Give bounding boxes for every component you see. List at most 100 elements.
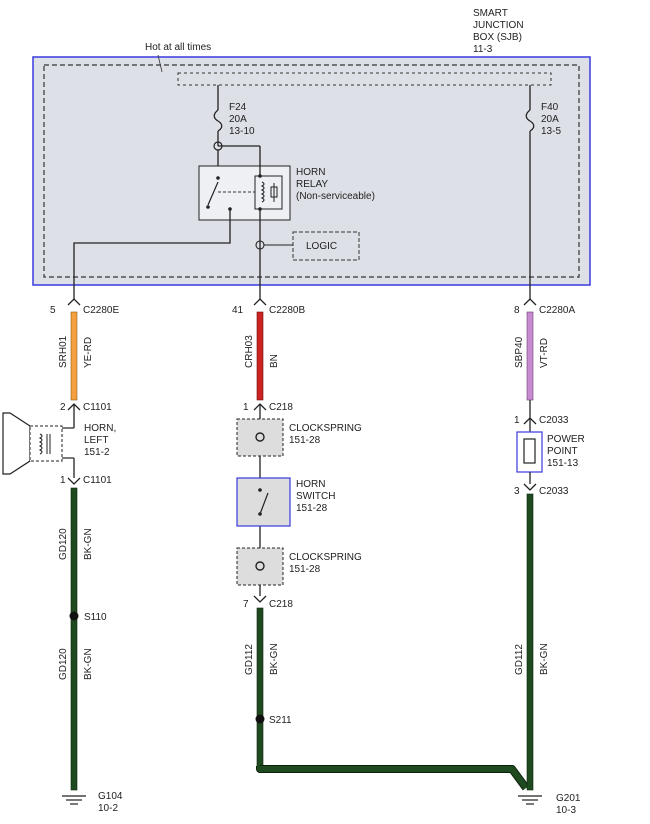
wire-sbp40 (526, 311, 534, 401)
power-point-label-1: POWER (547, 434, 585, 445)
relay-contact-top (216, 176, 220, 180)
wire-srh01-color: YE-RD (83, 337, 94, 368)
fuse-f24-icon (213, 109, 223, 132)
c2280a-name: C2280A (539, 305, 575, 316)
power-point-label-2: POINT (547, 446, 578, 457)
c218-top-name: C218 (269, 402, 293, 413)
splice-s110 (69, 611, 79, 621)
power-point-icon (523, 438, 536, 464)
sjb-inner-dashed (43, 64, 580, 278)
splice-s110-label: S110 (84, 612, 107, 623)
fuse-f24-label-2: 20A (229, 114, 247, 125)
horn-relay-label-2: RELAY (296, 179, 328, 190)
c1101-bottom-name: C1101 (83, 475, 112, 486)
wire-gd112-mid-color: BK-GN (269, 643, 280, 675)
power-point-box (516, 431, 543, 473)
wire-srh01-circuit: SRH01 (58, 335, 69, 368)
relay-coil-frame (254, 175, 283, 210)
clockspring-1-label-1: CLOCKSPRING (289, 423, 362, 434)
c2280e-pin: 5 (50, 305, 56, 316)
relay-resistor-icon (270, 186, 278, 198)
wire-gd120-b-color: BK-GN (83, 648, 94, 680)
c2280b-name: C2280B (269, 305, 305, 316)
clockspring-1-label-2: 151-28 (289, 435, 321, 446)
horn-left-label-2: LEFT (84, 435, 108, 446)
c2280e-name: C2280E (83, 305, 119, 316)
hot-leader (157, 54, 163, 73)
wire-gd112-mid (256, 607, 264, 770)
clockspring-2-label-2: 151-28 (289, 564, 321, 575)
c218-bottom-name: C218 (269, 599, 293, 610)
c1101-top-pin: 2 (60, 402, 66, 413)
splice-s211 (255, 714, 265, 724)
fuse-f40-label-2: 20A (541, 114, 559, 125)
horn-left-icon (2, 412, 31, 475)
wire-crh03-circuit: CRH03 (244, 335, 255, 368)
c2280a-pin: 8 (514, 305, 520, 316)
horn-switch-label-3: 151-28 (296, 503, 328, 514)
c2033-bottom-connector-icon (523, 483, 537, 491)
clockspring-1-box (236, 418, 284, 457)
c218-bottom-pin: 7 (243, 599, 249, 610)
horn-switch-blade-icon (259, 492, 269, 515)
splice-s211-label: S211 (269, 715, 292, 726)
relay-coil-icon (260, 181, 265, 203)
horn-switch-label-2: SWITCH (296, 491, 335, 502)
c2033-top-pin: 1 (514, 415, 520, 426)
horn-relay-label-3: (Non-serviceable) (296, 191, 375, 202)
wire-gd120-a-color: BK-GN (83, 528, 94, 560)
sjb-title-line-1: SMART (473, 8, 508, 19)
wire-gd112-bottom-run-fill (257, 766, 529, 790)
fuse-f40-label-3: 13-5 (541, 126, 561, 137)
fuse-f40-icon (525, 109, 535, 132)
relay-coil-node-top (258, 174, 262, 178)
logic-box (292, 231, 360, 261)
wire-srh01 (70, 311, 78, 401)
fuse-f24-label-3: 13-10 (229, 126, 255, 137)
power-point-label-3: 151-13 (547, 458, 579, 469)
sjb-title-line-4: 11-3 (473, 44, 493, 55)
c2280e-connector-icon (67, 298, 81, 306)
c2280b-connector-icon (253, 298, 267, 306)
relay-switch-blade-icon (207, 181, 219, 206)
ground-g104-icon (62, 795, 86, 805)
fuse-f24-label-1: F24 (229, 102, 247, 113)
ground-g104-label-2: 10-2 (98, 803, 118, 814)
wire-sbp40-color: VT-RD (539, 338, 550, 368)
ground-g104-label-1: G104 (98, 791, 123, 802)
wire-gd112-right-color: BK-GN (539, 643, 550, 675)
c2033-bottom-name: C2033 (539, 486, 569, 497)
horn-switch-box (236, 477, 291, 527)
hot-at-all-times-label: Hot at all times (145, 42, 211, 53)
horn-left-label-3: 151-2 (84, 447, 110, 458)
sjb-box (32, 56, 591, 286)
horn-relay-box (198, 165, 291, 221)
horn-left-label-1: HORN, (84, 423, 116, 434)
ground-g201-label-1: G201 (556, 793, 581, 804)
horn-coil-icon (38, 433, 43, 455)
c1101-top-name: C1101 (83, 402, 112, 413)
clockspring-2-label-1: CLOCKSPRING (289, 552, 362, 563)
wire-crh03-color: BN (269, 354, 280, 368)
c2033-bottom-pin: 3 (514, 486, 520, 497)
c1101-bottom-pin: 1 (60, 475, 66, 486)
c2280b-pin: 41 (232, 305, 244, 316)
power-bus (177, 72, 552, 86)
c1101-bottom-connector-icon (67, 477, 81, 485)
sjb-title: SMART JUNCTION BOX (SJB) 11-3 (473, 8, 524, 55)
ground-g201-icon (518, 795, 542, 805)
c218-top-pin: 1 (243, 402, 249, 413)
wire-gd120-b-circuit: GD120 (58, 648, 69, 680)
wire-sbp40-circuit: SBP40 (514, 336, 525, 368)
horn-switch-label-1: HORN (296, 479, 325, 490)
wire-gd112-right-circuit: GD112 (514, 644, 525, 675)
horn-switch-contact-bottom (258, 512, 262, 516)
horn-left-box (29, 425, 63, 462)
logic-label: LOGIC (306, 241, 337, 252)
horn-switch-contact-top (258, 488, 262, 492)
relay-output-wire (73, 209, 231, 300)
fuse-f40-label-1: F40 (541, 102, 559, 113)
c218-bottom-connector-icon (253, 595, 267, 603)
clockspring-2-icon (255, 561, 265, 571)
